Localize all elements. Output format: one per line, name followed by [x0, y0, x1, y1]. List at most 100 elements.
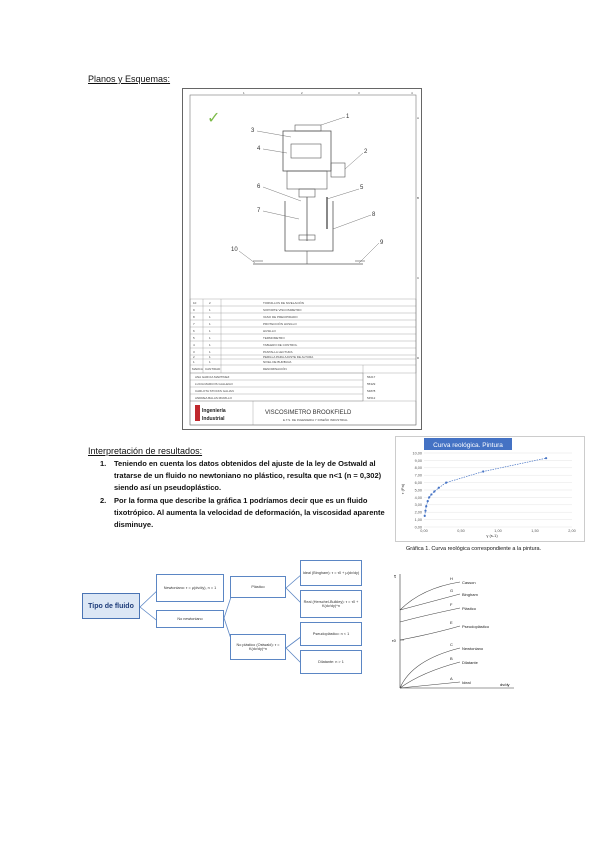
chart-x-label: γ (s-1)	[486, 533, 498, 538]
svg-text:2: 2	[193, 355, 195, 359]
viscometer-drawing: 1 2 3 4 A B C D ✓ 1 2 3 4	[189, 91, 420, 426]
svg-text:E: E	[450, 620, 453, 625]
svg-text:1: 1	[209, 329, 211, 333]
svg-text:10: 10	[193, 301, 197, 305]
chart-x-tick: 1,50	[531, 529, 538, 533]
rheology-curves-figure: τ τ0 dv/dy H Casson G Bingham F Plástico…	[392, 570, 517, 692]
svg-text:B: B	[450, 656, 453, 661]
pseudoplastic-curve	[399, 625, 461, 641]
part-number-label: 1	[346, 114, 350, 120]
svg-text:Dilatante: Dilatante	[462, 660, 479, 665]
bubble-level-shape	[294, 124, 322, 132]
chart-data-point	[424, 509, 427, 512]
svg-text:9: 9	[193, 308, 195, 312]
height-knob-shape	[330, 162, 346, 178]
chart-data-point	[445, 481, 448, 484]
svg-text:F: F	[450, 602, 453, 607]
part-number-label: 9	[380, 240, 384, 246]
svg-text:CANTIDAD: CANTIDAD	[205, 367, 221, 371]
chart-y-tick: 3,00	[415, 503, 422, 507]
svg-text:NIVEL DE BURBUJA: NIVEL DE BURBUJA	[263, 360, 291, 364]
svg-text:7: 7	[193, 322, 195, 326]
svg-text:VASO DE PRECIPIDADO: VASO DE PRECIPIDADO	[263, 315, 298, 319]
part-number-label: 3	[251, 128, 255, 134]
svg-text:3: 3	[193, 350, 195, 354]
svg-text:H: H	[450, 576, 453, 581]
frame-number: 4	[411, 91, 413, 95]
svg-text:LUCIA MARCOS GALLEGO: LUCIA MARCOS GALLEGO	[195, 382, 234, 386]
frame-letter: A	[417, 116, 419, 120]
chart-caption: Gráfica 1. Curva reológica correspondien…	[406, 546, 542, 552]
chart-data-point	[545, 457, 548, 460]
casson-curve	[399, 581, 461, 611]
svg-text:6: 6	[193, 329, 195, 333]
svg-text:MARCA: MARCA	[192, 367, 203, 371]
svg-text:G: G	[450, 588, 453, 593]
flowchart-node-bingham: Ideal (Bingham): τ = τ0 + μ(dv/dy)	[300, 560, 362, 586]
frame-number: 1	[243, 91, 245, 95]
svg-text:1: 1	[209, 336, 211, 340]
svg-text:Pseudoplástico: Pseudoplástico	[462, 624, 490, 629]
part-number-label: 8	[372, 212, 376, 218]
svg-text:C: C	[450, 642, 453, 647]
svg-text:Ingeniería: Ingeniería	[202, 408, 226, 414]
ideal-curve	[399, 681, 461, 689]
svg-text:CARLOTA STOCKS GALIAN: CARLOTA STOCKS GALIAN	[195, 389, 234, 393]
chart-data-point	[426, 500, 429, 503]
svg-text:TABLERO DE CONTROL: TABLERO DE CONTROL	[263, 343, 298, 347]
chart-data-point	[437, 486, 440, 489]
svg-text:TORNILLOS DE NIVELACIÓN: TORNILLOS DE NIVELACIÓN	[263, 300, 304, 305]
chart-title-bg	[424, 438, 512, 450]
fluid-type-flowchart: Tipo de fluido Newtoniano: τ = μ(dv/dy),…	[82, 560, 382, 680]
display-screen-shape	[290, 143, 322, 159]
chart-data-point	[428, 496, 431, 499]
svg-text:56217: 56217	[367, 375, 376, 379]
flowchart-node-real-plastic: Real (Herschel-Bulkley): τ = τ0 + K(dv/d…	[300, 590, 362, 618]
svg-text:ANA GARCIA MARTINEZ: ANA GARCIA MARTINEZ	[195, 375, 229, 379]
parts-table	[189, 298, 417, 426]
frame-number: 3	[358, 91, 360, 95]
svg-text:DENOMINACIÓN: DENOMINACIÓN	[263, 366, 287, 371]
chart-y-tick: 0,00	[415, 525, 422, 529]
newtonian-curve	[399, 647, 461, 689]
part-number-label: 7	[257, 208, 261, 214]
section-title-plans: Planos y Esquemas:	[88, 74, 171, 84]
chart-title: Curva reológica. Pintura	[433, 442, 503, 449]
svg-text:1: 1	[209, 360, 211, 364]
flowchart-node-non-plastic: No plástico (Ostwald): τ = K(dv/dy)^n	[230, 634, 286, 660]
flowchart-main-node: Tipo de fluido	[82, 593, 140, 619]
chart-data-point	[482, 470, 485, 473]
svg-text:1: 1	[193, 360, 195, 364]
svg-text:SOPORTE VISCOSIMETRO: SOPORTE VISCOSIMETRO	[263, 308, 302, 312]
y-axis-label: τ	[394, 574, 396, 580]
frame-letter: C	[417, 276, 420, 280]
chart-x-tick: 2,00	[568, 529, 575, 533]
chart-y-tick: 7,00	[415, 474, 422, 478]
check-mark-icon: ✓	[207, 110, 220, 127]
frame-letter: D	[417, 356, 420, 360]
svg-text:Bingham: Bingham	[462, 592, 478, 597]
svg-text:Plástico: Plástico	[462, 606, 477, 611]
svg-text:4: 4	[193, 343, 195, 347]
svg-text:54512: 54512	[367, 396, 376, 400]
svg-text:A: A	[450, 676, 453, 681]
x-axis-label: dv/dy	[500, 682, 510, 687]
svg-text:Casson: Casson	[462, 580, 476, 585]
svg-text:1: 1	[209, 355, 211, 359]
results-list: 1. Teniendo en cuenta los datos obtenido…	[100, 458, 390, 531]
flowchart-node-non-newtonian: No newtoniano	[156, 610, 224, 628]
chart-x-tick: 0,00	[420, 529, 427, 533]
university-logo: Ingeniería Industrial	[195, 405, 226, 422]
chart-data-point	[423, 514, 426, 517]
svg-text:1: 1	[209, 343, 211, 347]
chart-y-tick: 9,00	[415, 459, 422, 463]
svg-text:1: 1	[209, 315, 211, 319]
flowchart-node-dilatant: Dilatante: n > 1	[300, 650, 362, 674]
svg-text:ANDREA BALAS MURILLO: ANDREA BALAS MURILLO	[195, 396, 233, 400]
chart-y-tick: 5,00	[415, 488, 422, 492]
list-item: 2. Por la forma que describe la gráfica …	[100, 496, 385, 529]
chart-y-tick: 6,00	[415, 481, 422, 485]
chart-y-tick: 2,00	[415, 511, 422, 515]
parts-table-rows: 10 2 TORNILLOS DE NIVELACIÓN 9 1 SOPORTE…	[192, 300, 376, 400]
chart-data-point	[433, 490, 436, 493]
